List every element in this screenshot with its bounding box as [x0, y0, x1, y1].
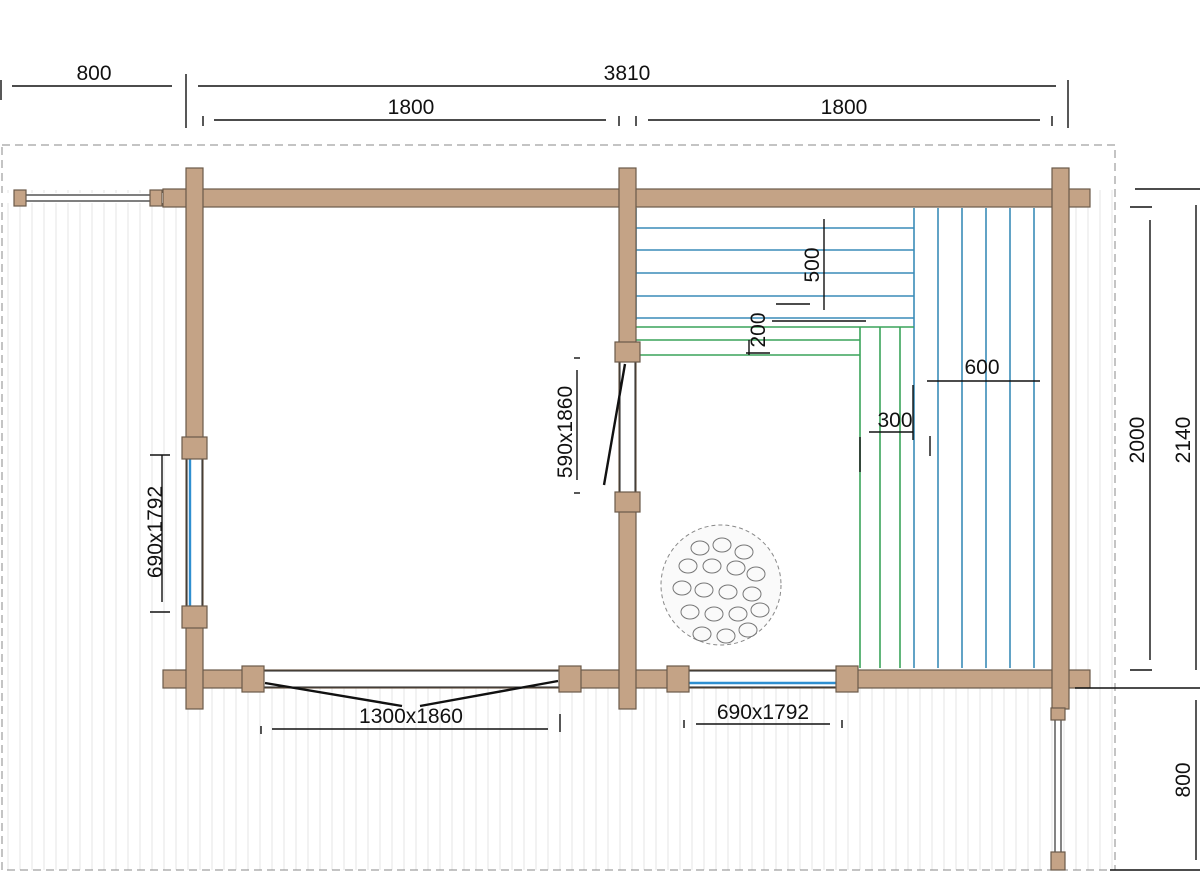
partition-door-jamb-top [614, 341, 641, 363]
label-lower-bench: 600 [964, 356, 999, 379]
sauna-benches [635, 208, 1035, 668]
front-door-leaf-left [264, 681, 403, 708]
dim-outer-depth: 2140 [1172, 417, 1195, 464]
side-bench-slats [913, 208, 1035, 668]
label-left-window: 690x1792 [144, 486, 167, 578]
partition-door-leaf [602, 363, 627, 486]
railing-post-bottom [1050, 851, 1066, 871]
dimension-lines [0, 74, 1200, 871]
front-door-jamb-left [241, 665, 265, 693]
railing-post-left [13, 189, 27, 207]
stove-stones [672, 537, 770, 644]
terrace-railings [0, 189, 1066, 871]
dim-room-left-width: 1800 [388, 96, 435, 119]
front-door-leaf-right [419, 679, 559, 708]
stove-outline [660, 524, 782, 646]
sauna-stove [660, 524, 782, 646]
dim-inner-depth: 2000 [1126, 417, 1149, 464]
openings [181, 341, 859, 708]
label-front-window: 690x1792 [717, 701, 809, 724]
railing-post-mid [149, 189, 163, 207]
label-step: 200 [747, 312, 770, 347]
front-door-jamb-right [558, 665, 582, 693]
label-partition-door: 590x1860 [554, 386, 577, 478]
dim-room-right-width: 1800 [821, 96, 868, 119]
dim-total-width: 3810 [604, 62, 651, 85]
dim-terrace-width: 800 [76, 62, 111, 85]
label-upper-bench: 500 [801, 247, 824, 282]
left-window-jamb-top [181, 436, 208, 460]
left-window-jamb-bottom [181, 605, 208, 629]
partition-door-jamb-bottom [614, 491, 641, 513]
label-front-door: 1300x1860 [359, 705, 463, 728]
lower-step-slats [636, 326, 914, 668]
railing-post-top [1050, 707, 1066, 721]
front-window-jamb-right [835, 665, 859, 693]
front-window-jamb-left [666, 665, 690, 693]
dim-terrace-depth: 800 [1172, 762, 1195, 797]
dimension-labels: 800 3810 1800 1800 2000 2140 800 690x179… [76, 62, 1195, 798]
label-side-bench: 300 [877, 409, 912, 432]
wall-right [1051, 167, 1070, 710]
